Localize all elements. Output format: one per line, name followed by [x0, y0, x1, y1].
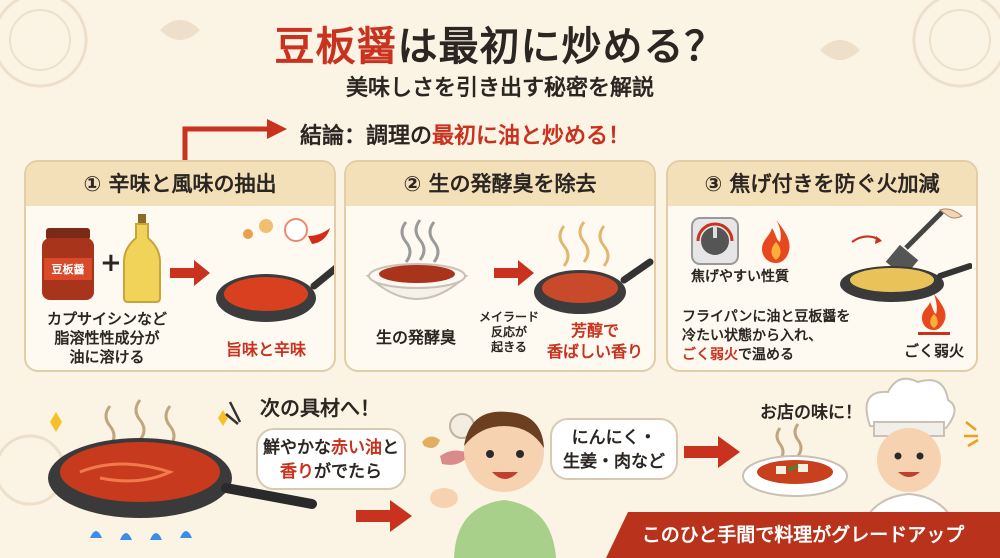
title-rest: は最初に炒める？: [397, 24, 726, 70]
pan-with-spatula-icon: [840, 208, 972, 302]
red-arrow-icon: [170, 260, 210, 286]
card-title: ② 生の発酵臭を除去: [346, 162, 654, 206]
sizzling-pan-icon: [48, 399, 317, 540]
aroma-line-2: 香ばしい香り: [546, 342, 643, 361]
jar-label: 豆板醤: [51, 263, 85, 276]
card-heat-control: ③ 焦げ付きを防ぐ火加減 焦げやすい性質 フライパンに油と豆板醤を 冷たい状態か…: [666, 160, 978, 372]
capsaicin-line-1: カプサイシンなど: [46, 310, 167, 328]
bowl-of-doubanjiang-icon: [365, 219, 469, 300]
pan-with-chili-oil-icon: [216, 218, 334, 322]
low-flame-icon: [918, 294, 950, 335]
bubble-text-2: と: [382, 438, 399, 458]
capsaicin-text: カプサイシンなど 脂溶性性成分が 油に溶ける: [32, 310, 182, 367]
plus-sign: +: [100, 248, 122, 278]
fire-icon: [762, 220, 790, 263]
conclusion-prefix: 結論：調理の: [300, 124, 433, 149]
low-flame-label: ごく弱火: [903, 342, 964, 360]
pan-aromatic-icon: [534, 221, 654, 314]
page-title: 豆板醤は最初に炒める？: [0, 14, 1000, 72]
capsaicin-line-2: 脂溶性性成分が: [54, 329, 160, 347]
red-arrow-icon: [356, 500, 412, 532]
aroma-line-1: 芳醇で: [570, 321, 619, 340]
ingredients-bubble: にんにく・ 生姜・肉など: [550, 418, 678, 480]
conclusion-highlight: 最初に油と炒める！: [432, 124, 631, 149]
raw-ferment-smell-label: 生の発酵臭: [375, 328, 456, 347]
bubble-text-1: 鮮やかな: [263, 438, 331, 458]
emphasis-lines-icon: [225, 401, 242, 425]
page-subtitle: 美味しさを引き出す秘密を解説: [345, 76, 654, 101]
heat-instruction-highlight: ごく弱火: [682, 347, 738, 363]
maillard-line-3: 起きる: [491, 340, 527, 354]
doubanjiang-jar-icon: [42, 228, 94, 300]
heat-instruction-end: で温める: [738, 347, 794, 363]
conclusion: 結論：調理の最初に油と炒める！: [300, 118, 630, 150]
finished-dish-icon: [742, 423, 848, 497]
upgrade-banner: このひと手間で料理がグレードアップ: [606, 512, 1000, 558]
ingredients-line-1: にんにく・: [571, 428, 657, 448]
card-extraction: ① 辛味と風味の抽出 豆板醤 + カプサイシンなど 脂溶性性成分が 油に溶ける …: [24, 160, 336, 372]
aroma-result: 芳醇で 香ばしい香り: [536, 320, 654, 362]
bubble-text-red-aroma: 香り: [280, 462, 314, 482]
maillard-line-2: 反応が: [490, 325, 527, 339]
card-title: ③ 焦げ付きを防ぐ火加減: [668, 162, 976, 206]
title-highlight: 豆板醤: [274, 24, 398, 70]
next-ingredient-label: 次の具材へ！: [260, 396, 380, 420]
heat-instruction-text: フライパンに油と豆板醤を 冷たい状態から入れ、 ごく弱火で温める: [682, 308, 892, 365]
bubble-text-3: がでたら: [314, 462, 382, 482]
red-oil-bubble: 鮮やかな赤い油と 香りがでたら: [256, 428, 406, 490]
ingredients-line-2: 生姜・肉など: [563, 452, 665, 472]
card-fermentation: ② 生の発酵臭を除去 生の発酵臭 メイラード 反応が 起きる 芳醇で 香ばしい香…: [344, 160, 656, 372]
restaurant-taste-label: お店の味に！: [760, 403, 862, 423]
heat-instruction-line-1: フライパンに油と豆板醤を: [682, 309, 851, 325]
burns-easily-label: 焦げやすい性質: [691, 269, 789, 285]
maillard-line-1: メイラード: [478, 310, 539, 324]
oil-bottle-icon: [123, 214, 161, 303]
bubble-text-red-oil: 赤い油: [331, 438, 382, 458]
card-title: ① 辛味と風味の抽出: [26, 162, 334, 206]
heat-instruction-line-2: 冷たい状態から入れ、: [682, 328, 823, 344]
conclusion-arrow-icon: [182, 119, 287, 163]
header: 豆板醤は最初に炒める？ 美味しさを引き出す秘密を解説: [0, 0, 1000, 110]
red-arrow-icon: [494, 260, 534, 286]
stove-knob-icon: [691, 217, 739, 265]
sparkle-lines-icon: [964, 421, 979, 448]
red-arrow-icon: [684, 436, 740, 468]
umami-spice-result: 旨味と辛味: [225, 340, 306, 359]
capsaicin-line-3: 油に溶ける: [69, 348, 145, 366]
man-character-icon: [430, 411, 556, 558]
maillard-text: メイラード 反応が 起きる: [474, 310, 544, 355]
